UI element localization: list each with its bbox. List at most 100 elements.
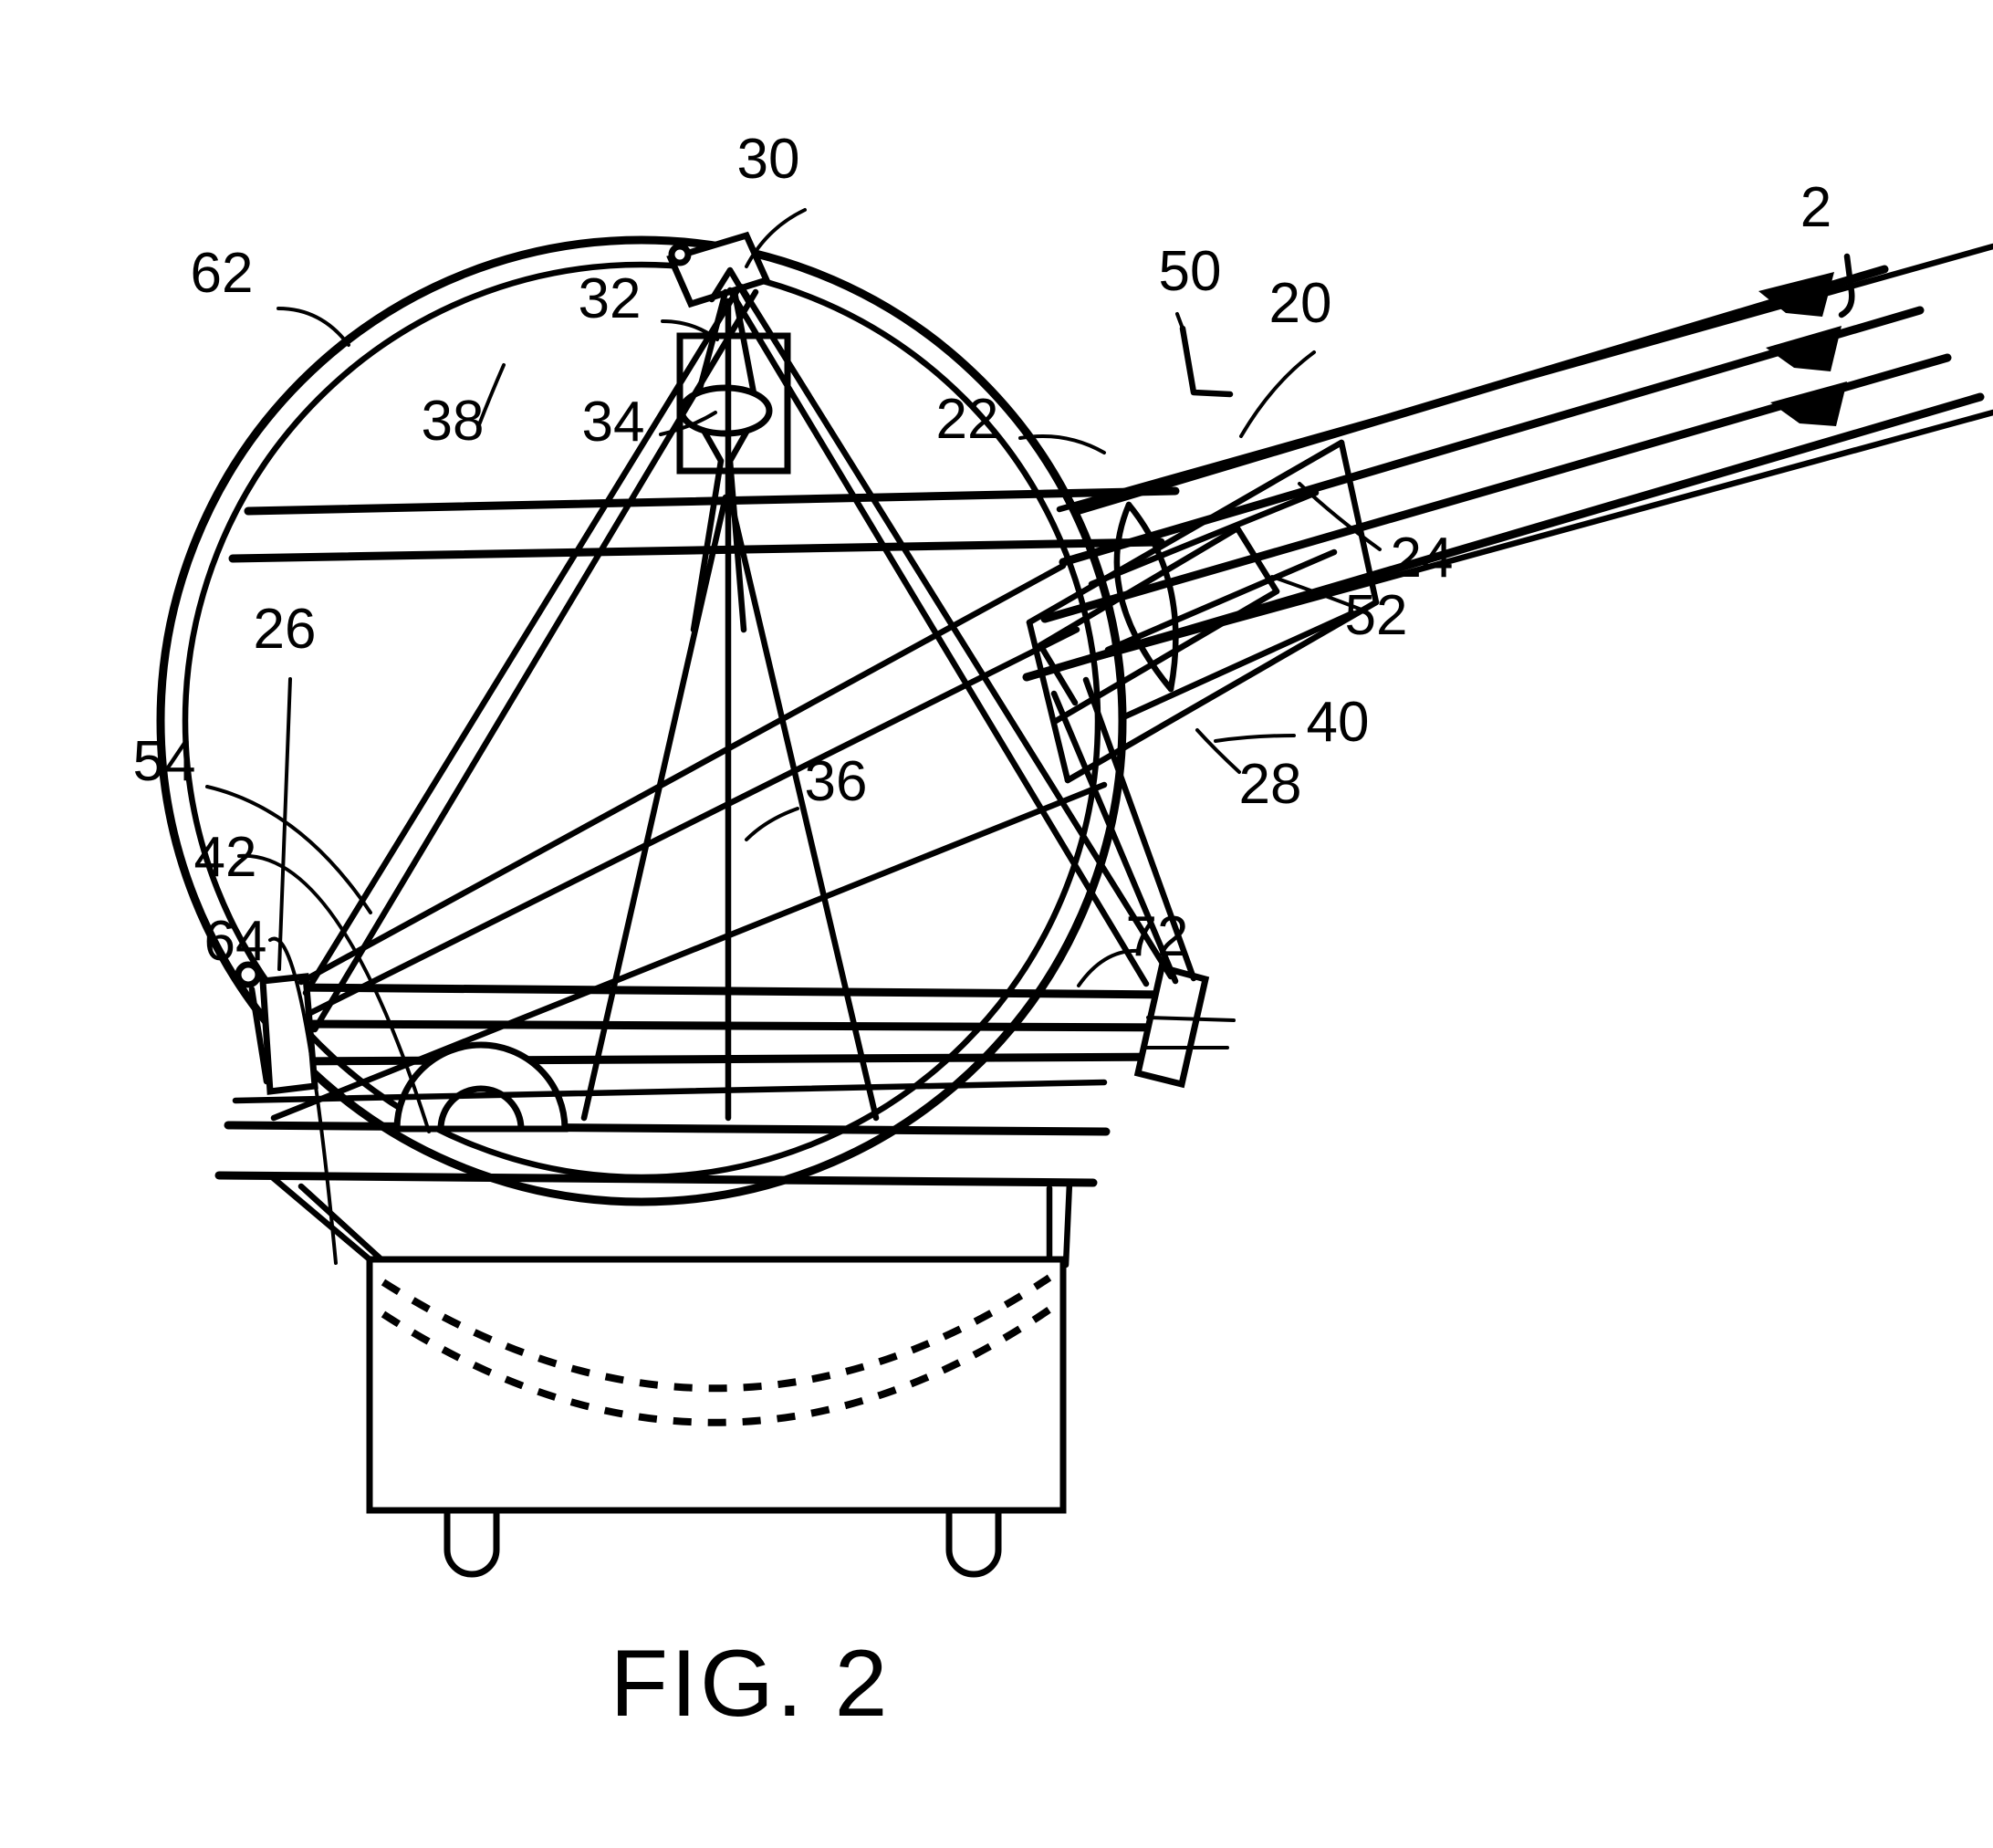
dome-rim-left-taper-inner — [297, 1183, 387, 1265]
ref-label-30: 30 — [737, 128, 800, 191]
light-cone-right-edge-36 — [726, 494, 880, 1122]
leader-54 — [205, 785, 372, 914]
ref-label-40: 40 — [1307, 691, 1370, 754]
internal-ray-tube-to-right-mirror-a — [1050, 690, 1179, 985]
beam-right-edge-32 — [726, 288, 761, 633]
leader-20 — [1239, 350, 1316, 438]
dome-aperture-group — [1175, 312, 1234, 398]
ref-label-34: 34 — [582, 391, 645, 454]
ref-label-38: 38 — [422, 390, 485, 453]
ref-label-32: 32 — [579, 267, 642, 330]
right-fold-mirror-group — [1133, 963, 1236, 1089]
projected-light-cone-group — [580, 494, 880, 1122]
hidden-dome-bottom-dash-outer — [381, 1274, 1052, 1393]
internal-ray-left-mirror-to-apex-a — [302, 287, 741, 997]
internal-ray-tube-to-right-mirror-b — [1082, 676, 1197, 982]
ref-label-24: 24 — [1391, 527, 1454, 590]
leader-32 — [661, 319, 719, 341]
ref-label-20: 20 — [1269, 272, 1332, 335]
tube-jacket-right — [1338, 439, 1380, 606]
ref-label-64: 64 — [204, 910, 267, 973]
incoming-light-rays-group — [1022, 253, 1985, 682]
bench-rail-2 — [286, 1019, 1182, 1032]
leader-lines-group — [205, 208, 1382, 1265]
lower-deck-group — [214, 1121, 1111, 1187]
internal-ray-diagonal-low — [270, 781, 1108, 1122]
tube-rib-1 — [1088, 489, 1320, 588]
figure-caption: FIG. 2 — [610, 1631, 891, 1737]
tube-jacket-bottom — [1064, 599, 1380, 784]
tube-jacket-top — [1026, 439, 1345, 626]
dome-rim-right-taper — [1062, 1179, 1073, 1269]
ref-label-26: 26 — [254, 598, 317, 661]
lower-deck-top-rail-42 — [224, 1121, 1111, 1136]
tube-rib-2 — [1104, 548, 1338, 653]
leader-72 — [1077, 948, 1141, 987]
ref-label-50: 50 — [1159, 240, 1222, 303]
leader-52 — [1270, 575, 1363, 611]
base-cabinet-group — [366, 1256, 1067, 1578]
dome-rim-group — [232, 1079, 1108, 1270]
leader-38 — [476, 363, 506, 429]
bench-rail-1 — [286, 983, 1184, 999]
light-cone-left-edge-36 — [580, 494, 729, 1122]
tube-cell-edge-a — [1037, 525, 1241, 649]
dome-rim-chord-54 — [232, 1079, 1108, 1104]
base-foot-right — [945, 1507, 1002, 1578]
incoming-ray-2-arrowhead — [1766, 326, 1842, 371]
ref-label-2: 2 — [1800, 176, 1831, 239]
ref-label-36: 36 — [805, 750, 868, 813]
lower-deck-bottom-rail-42 — [214, 1171, 1098, 1187]
right-fold-mirror-40-axis — [1146, 1016, 1236, 1022]
leader-64 — [268, 936, 338, 1265]
upper-deck-bottom-rail-38 — [228, 538, 1165, 563]
ref-label-22: 22 — [936, 388, 999, 451]
ref-label-42: 42 — [194, 826, 257, 889]
leader-22 — [1018, 434, 1106, 454]
aperture-flag-50-leader — [1175, 312, 1184, 330]
tube-rib-3 — [1122, 610, 1356, 720]
dome-rim-left-taper — [266, 1172, 373, 1263]
ref-label-62: 62 — [191, 242, 254, 305]
leader-26 — [277, 677, 292, 971]
internal-ray-right-mirror-to-apex-a — [737, 283, 1174, 980]
objective-lens-face-right — [1113, 501, 1174, 693]
internal-ray-obj-to-left-mirror-b — [307, 626, 1080, 1017]
base-foot-left — [443, 1507, 500, 1578]
ref-label-54: 54 — [133, 730, 196, 793]
beam-left-edge-32 — [690, 288, 729, 633]
leader-40 — [1214, 734, 1296, 743]
internal-ray-obj-to-left-mirror-a — [297, 562, 1067, 986]
internal-ray-left-mirror-to-apex-b — [311, 288, 759, 1033]
left-fold-mirror-26-brace — [248, 986, 270, 1085]
telescope-tube-group — [1026, 243, 1993, 784]
internal-ray-paths-group — [270, 283, 1197, 1122]
hidden-dome-bottom-dash-inner — [381, 1306, 1052, 1426]
ref-label-52: 52 — [1345, 584, 1408, 647]
tube-wall-lower — [1028, 409, 1993, 679]
apex-mirror-30-pivot — [668, 243, 692, 266]
leader-28 — [1195, 728, 1241, 774]
dome-outer-shell-circle — [156, 235, 1127, 1206]
left-fold-mirror-26-pivot — [235, 961, 262, 988]
reference-numerals-group: 2 20 22 24 26 28 30 32 34 36 38 40 42 50… — [133, 128, 1832, 973]
tube-wall-upper — [1056, 243, 1993, 513]
upper-deck-top-rail-38 — [244, 486, 1180, 516]
incoming-ray-3-arrowhead — [1770, 381, 1847, 426]
ref-label-72: 72 — [1126, 905, 1189, 968]
leader-42 — [237, 853, 431, 1133]
ref-label-28: 28 — [1239, 753, 1302, 816]
leader-24 — [1298, 482, 1382, 551]
leader-30 — [745, 208, 807, 268]
optical-bench-rails-group — [286, 983, 1184, 1066]
leader-34 — [659, 411, 717, 436]
ray-bundle-bracket — [1838, 253, 1855, 318]
objective-lens-face-left — [1125, 501, 1179, 693]
upper-deck-group — [228, 486, 1180, 563]
internal-ray-right-mirror-to-apex-b — [726, 287, 1150, 987]
leader-36 — [745, 807, 799, 841]
tube-cell-edge-left — [1037, 642, 1079, 706]
leader-62 — [277, 307, 350, 347]
